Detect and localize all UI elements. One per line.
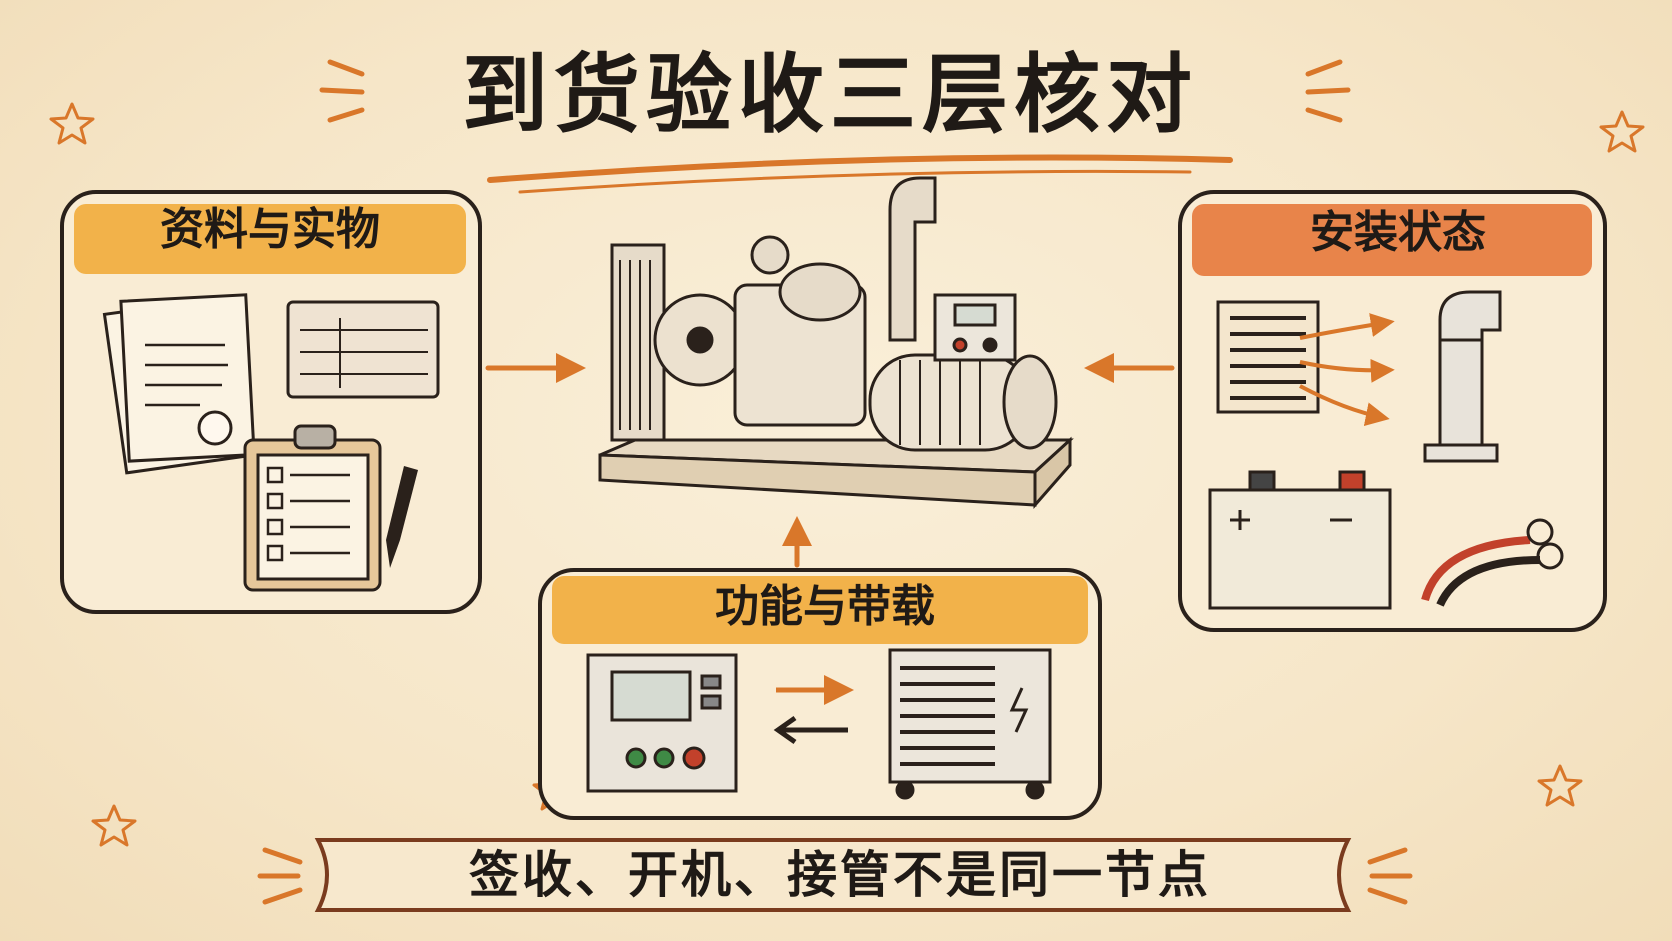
connector-arrows [485,353,1175,568]
footer-banner [257,838,1413,912]
panel-install-label: 安装状态 [1310,207,1486,258]
star-icon [1599,110,1645,153]
star-icon [1537,764,1583,807]
airflow-arrows [1299,313,1395,426]
control-panel-icon [586,653,738,793]
ventilation-louver-icon [1216,300,1320,414]
checklist-clipboard-icon [243,424,382,592]
exhaust-pipe-icon [1423,290,1502,463]
label-function-bg [552,576,1088,644]
star-icon [91,804,137,847]
panel-docs-label: 资料与实物 [160,204,380,255]
battery-icon [1208,470,1392,610]
nameplate-icon [286,300,440,399]
pen-icon [386,466,418,568]
panel-install [1178,190,1607,632]
panel-function-label: 功能与带载 [715,581,935,632]
star-icon [49,102,95,145]
panel-function [538,568,1102,820]
diesel-generator-icon [598,176,1074,509]
exchange-arrows [773,675,854,745]
cable-icon [1421,518,1564,607]
title-decoration [319,59,1351,194]
load-bank-icon [888,648,1052,800]
page-title: 到货验收三层核对 [462,45,1198,145]
label-install-bg [1192,204,1592,276]
label-docs-bg [74,204,466,274]
documents-icon [102,293,256,475]
panel-docs [60,190,482,614]
footer-note: 签收、开机、接管不是同一节点 [469,846,1211,904]
